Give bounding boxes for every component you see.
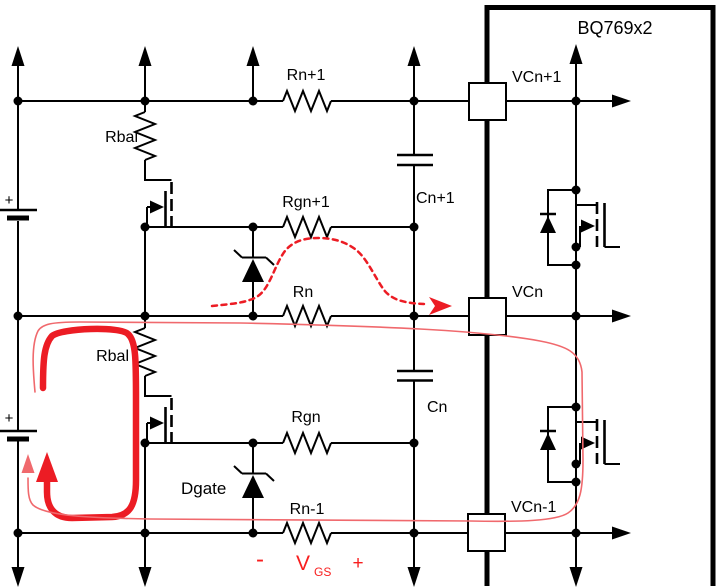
pin-box-vcn-plus-1 (468, 82, 507, 121)
label-rbal-top: Rbal (105, 129, 138, 146)
gate-drive-arrowhead (429, 297, 452, 315)
vgs-plus-sign: + (352, 553, 363, 574)
vgs-subscript: GS (314, 565, 331, 579)
label-rn-minus-1: Rn-1 (290, 501, 325, 518)
label-cn: Cn (427, 399, 447, 416)
capacitor-cn-plus-1 (397, 153, 433, 167)
battery-top-plus-sign: + (5, 192, 14, 209)
label-rn-plus-1: Rn+1 (287, 67, 326, 84)
label-rgn-plus-1: Rgn+1 (282, 194, 330, 211)
label-rbal-bottom: Rbal (96, 348, 129, 365)
vgs-annotation: - V GS + (256, 546, 364, 579)
balance-current-arrowhead (36, 452, 58, 482)
pin-label-vcn-minus-1: VCn-1 (511, 499, 556, 516)
balance-current-loop (36, 325, 140, 522)
capacitor-cn (397, 369, 433, 382)
label-rgn: Rgn (291, 409, 320, 426)
sense-loop (21, 321, 584, 523)
zener-diode-dgate (233, 442, 275, 533)
pin-box-vcn (468, 297, 507, 336)
resistor-rgn-plus-1 (282, 216, 332, 238)
internal-fet-top (538, 184, 622, 271)
resistor-rgn (282, 432, 332, 454)
battery-cell-bottom (0, 431, 37, 439)
pin-label-vcn-plus-1: VCn+1 (512, 69, 561, 86)
vgs-minus-sign: - (256, 546, 264, 573)
label-rn: Rn (293, 284, 313, 301)
resistor-rn-minus-1 (282, 522, 332, 544)
label-cn-plus-1: Cn+1 (416, 190, 455, 207)
resistor-rn-plus-1 (282, 90, 332, 112)
pin-box-vcn-minus-1 (467, 513, 506, 552)
gate-drive-path (210, 236, 452, 315)
battery-cell-top (0, 210, 37, 218)
chip-title: BQ769x2 (577, 18, 652, 38)
resistor-rn (282, 305, 332, 327)
junction-dots (13, 96, 581, 538)
internal-fet-bottom (538, 401, 622, 488)
vgs-symbol: V (296, 552, 310, 575)
resistor-rbal-top (134, 111, 156, 161)
pin-label-vcn: VCn (512, 284, 543, 301)
balance-fet-bottom (143, 374, 173, 445)
label-dgate: Dgate (181, 479, 226, 498)
balance-fet-top (143, 158, 173, 229)
battery-bottom-plus-sign: + (5, 410, 14, 427)
sense-loop-arrowhead (21, 454, 35, 473)
wires (17, 64, 614, 569)
